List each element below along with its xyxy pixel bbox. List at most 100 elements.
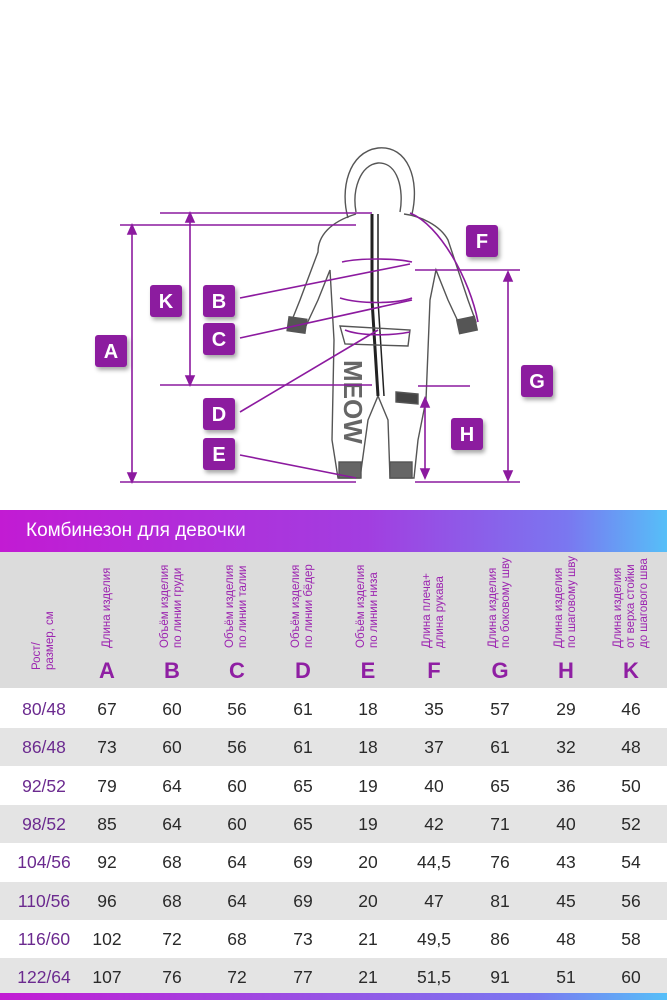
header-description: Рост/ размер, см bbox=[31, 611, 56, 670]
value-cell: 92 bbox=[97, 852, 117, 872]
value-cell: 32 bbox=[556, 737, 576, 757]
header-letter: A bbox=[99, 658, 115, 683]
value-cell: 76 bbox=[490, 852, 510, 872]
label-g: G bbox=[529, 371, 545, 393]
value-cell: 64 bbox=[227, 891, 247, 911]
size-cell: 92/52 bbox=[22, 776, 66, 796]
size-cell: 98/52 bbox=[22, 814, 66, 834]
value-cell: 79 bbox=[97, 776, 117, 796]
value-cell: 46 bbox=[621, 699, 641, 719]
value-cell: 57 bbox=[490, 699, 510, 719]
title-bar: Комбинезон для девочки bbox=[0, 510, 667, 552]
value-cell: 21 bbox=[358, 967, 378, 987]
value-cell: 69 bbox=[293, 891, 313, 911]
value-cell: 102 bbox=[92, 929, 122, 949]
value-cell: 60 bbox=[227, 814, 247, 834]
value-cell: 72 bbox=[162, 929, 182, 949]
header-letter: E bbox=[360, 658, 376, 683]
measurement-lines bbox=[120, 211, 520, 484]
value-cell: 48 bbox=[556, 929, 576, 949]
value-cell: 52 bbox=[621, 814, 641, 834]
value-cell: 60 bbox=[621, 967, 641, 987]
value-cell: 68 bbox=[162, 852, 182, 872]
value-cell: 50 bbox=[621, 776, 641, 796]
value-cell: 61 bbox=[293, 737, 313, 757]
label-k: K bbox=[159, 291, 174, 313]
value-cell: 36 bbox=[556, 776, 576, 796]
header-cell-size: Рост/ размер, см bbox=[12, 552, 76, 688]
value-cell: 65 bbox=[293, 776, 313, 796]
table-row: 92/52 79 64 60 65 19 40 65 36 50 bbox=[0, 767, 667, 805]
value-cell: 107 bbox=[92, 967, 122, 987]
value-cell: 64 bbox=[162, 776, 182, 796]
header-description: Объём изделия по линии бёдер bbox=[290, 564, 315, 648]
value-cell: 19 bbox=[358, 776, 378, 796]
size-cell: 122/64 bbox=[17, 967, 71, 987]
value-cell: 60 bbox=[162, 699, 182, 719]
value-cell: 56 bbox=[227, 699, 247, 719]
value-cell: 51,5 bbox=[416, 967, 452, 987]
value-cell: 29 bbox=[556, 699, 576, 719]
value-cell: 21 bbox=[358, 929, 378, 949]
value-cell: 58 bbox=[621, 929, 641, 949]
header-description: Объём изделия по линии талии bbox=[224, 564, 249, 648]
bottom-gradient-bar bbox=[0, 993, 667, 1000]
label-a: A bbox=[104, 341, 118, 363]
header-letter: K bbox=[623, 658, 639, 683]
label-e: E bbox=[212, 444, 225, 466]
value-cell: 96 bbox=[97, 891, 117, 911]
value-cell: 18 bbox=[358, 699, 378, 719]
value-cell: 64 bbox=[162, 814, 182, 834]
header-letter: C bbox=[229, 658, 245, 683]
value-cell: 60 bbox=[227, 776, 247, 796]
value-cell: 91 bbox=[490, 967, 510, 987]
value-cell: 67 bbox=[97, 699, 117, 719]
size-cell: 80/48 bbox=[22, 699, 66, 719]
value-cell: 45 bbox=[556, 891, 576, 911]
value-cell: 61 bbox=[293, 699, 313, 719]
value-cell: 48 bbox=[621, 737, 641, 757]
label-h: H bbox=[460, 424, 474, 446]
value-cell: 76 bbox=[162, 967, 182, 987]
value-cell: 61 bbox=[490, 737, 510, 757]
value-cell: 77 bbox=[293, 967, 313, 987]
header-letter: B bbox=[164, 658, 180, 683]
value-cell: 42 bbox=[424, 814, 444, 834]
value-cell: 20 bbox=[358, 852, 378, 872]
value-cell: 73 bbox=[97, 737, 117, 757]
size-cell: 86/48 bbox=[22, 737, 66, 757]
value-cell: 81 bbox=[490, 891, 510, 911]
jumpsuit-drawing bbox=[286, 147, 479, 479]
value-cell: 65 bbox=[490, 776, 510, 796]
value-cell: 20 bbox=[358, 891, 378, 911]
header-letter: F bbox=[427, 658, 441, 683]
value-cell: 37 bbox=[424, 737, 444, 757]
label-boxes bbox=[95, 225, 553, 470]
value-cell: 40 bbox=[424, 776, 444, 796]
header-description: Длина изделия от верха стойки до шаговог… bbox=[611, 558, 650, 648]
value-cell: 64 bbox=[227, 852, 247, 872]
label-b: B bbox=[212, 291, 226, 313]
value-cell: 49,5 bbox=[416, 929, 452, 949]
value-cell: 71 bbox=[490, 814, 510, 834]
header-description: Длина изделия по боковому шву bbox=[487, 557, 512, 648]
value-cell: 85 bbox=[97, 814, 117, 834]
size-diagram: MEOW bbox=[95, 147, 553, 484]
value-cell: 69 bbox=[293, 852, 313, 872]
header-description: Длина изделия bbox=[100, 567, 113, 648]
label-c: C bbox=[212, 329, 226, 351]
header-description: Объём изделия по линии груди bbox=[159, 564, 184, 648]
header-letter: G bbox=[491, 658, 509, 683]
value-cell: 65 bbox=[293, 814, 313, 834]
header-letter: H bbox=[558, 658, 574, 683]
